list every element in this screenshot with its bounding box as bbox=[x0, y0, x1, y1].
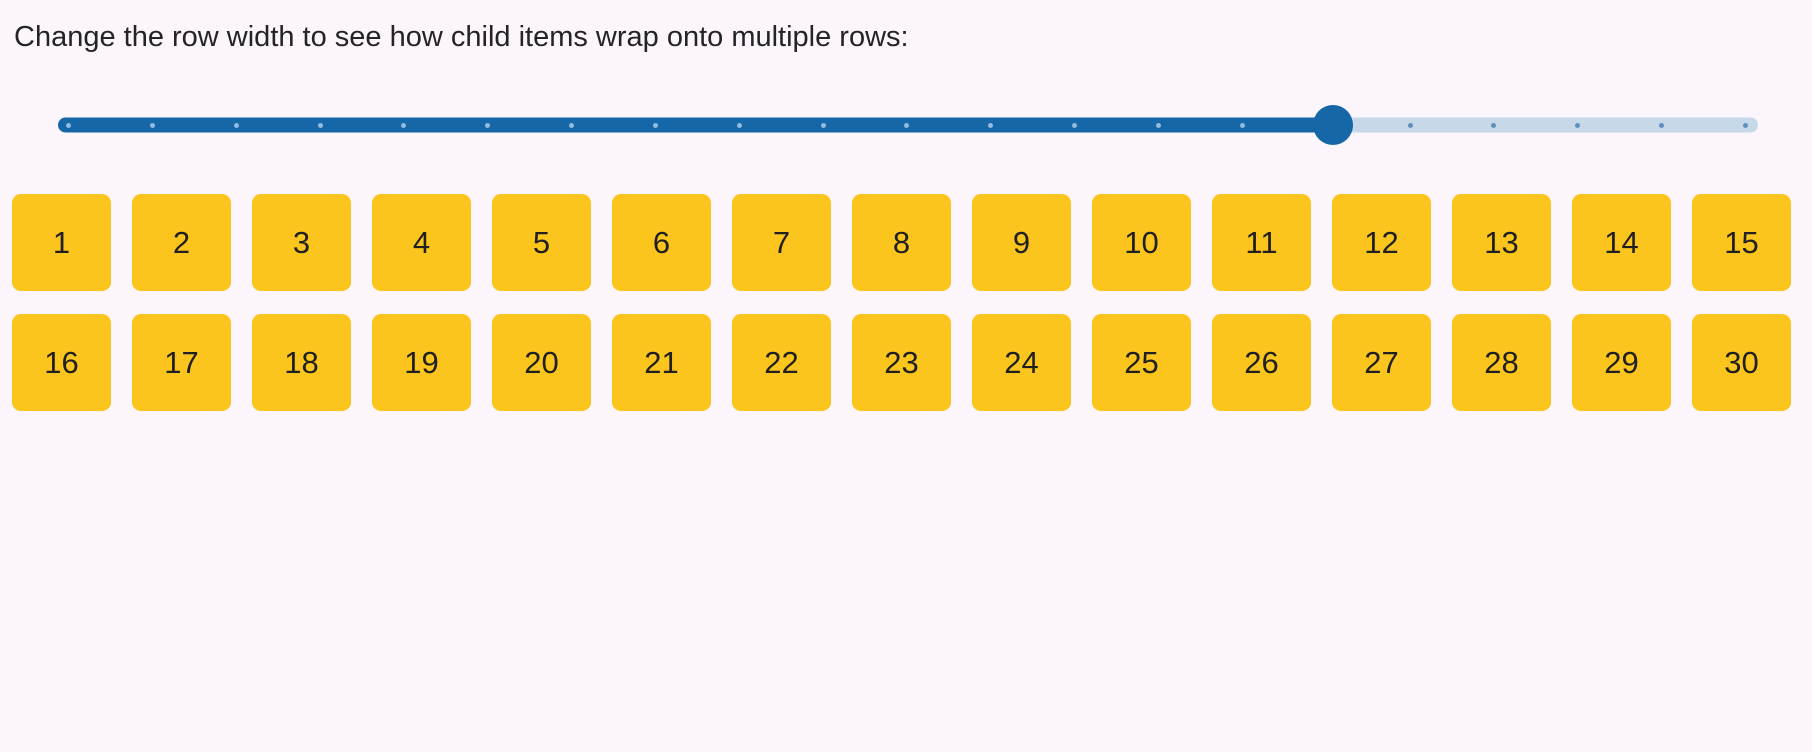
grid-item: 12 bbox=[1332, 194, 1431, 291]
grid-item: 7 bbox=[732, 194, 831, 291]
grid-item: 27 bbox=[1332, 314, 1431, 411]
grid-item: 18 bbox=[252, 314, 351, 411]
grid-item: 15 bbox=[1692, 194, 1791, 291]
grid-item: 11 bbox=[1212, 194, 1311, 291]
grid-item: 26 bbox=[1212, 314, 1311, 411]
grid-item: 4 bbox=[372, 194, 471, 291]
grid-item: 5 bbox=[492, 194, 591, 291]
grid-item: 1 bbox=[12, 194, 111, 291]
grid-item: 24 bbox=[972, 314, 1071, 411]
grid-item: 14 bbox=[1572, 194, 1671, 291]
grid-item: 22 bbox=[732, 314, 831, 411]
grid-item: 23 bbox=[852, 314, 951, 411]
row-width-slider[interactable] bbox=[58, 104, 1758, 146]
grid-item: 25 bbox=[1092, 314, 1191, 411]
grid-item: 19 bbox=[372, 314, 471, 411]
grid-item: 9 bbox=[972, 194, 1071, 291]
grid-item: 8 bbox=[852, 194, 951, 291]
grid-item: 13 bbox=[1452, 194, 1551, 291]
grid-item: 29 bbox=[1572, 314, 1671, 411]
grid-item: 6 bbox=[612, 194, 711, 291]
grid-item: 2 bbox=[132, 194, 231, 291]
slider-fill bbox=[58, 117, 1333, 133]
grid-item: 30 bbox=[1692, 314, 1791, 411]
grid-item: 16 bbox=[12, 314, 111, 411]
slider-thumb[interactable] bbox=[1313, 105, 1353, 145]
grid-item: 28 bbox=[1452, 314, 1551, 411]
instruction-text: Change the row width to see how child it… bbox=[14, 21, 909, 53]
grid-item: 3 bbox=[252, 194, 351, 291]
grid-item: 10 bbox=[1092, 194, 1191, 291]
grid-item: 20 bbox=[492, 314, 591, 411]
grid-item: 21 bbox=[612, 314, 711, 411]
grid-item: 17 bbox=[132, 314, 231, 411]
